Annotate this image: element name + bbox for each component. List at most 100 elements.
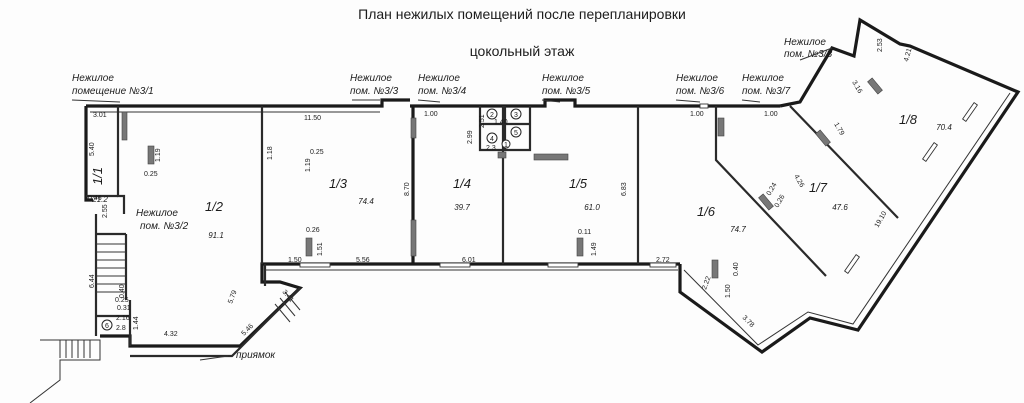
label-p36-line2: пом. №3/6 [676,86,725,97]
window-6 [843,254,861,274]
wall-room-6 [94,300,132,346]
dim-label: 2.22 [701,275,712,290]
dim-label: 2.53 [877,38,884,52]
label-p34-line1: Нежилое [418,73,460,84]
room-area-1-7: 47.6 [832,203,848,212]
dim-label: 4.21 [903,47,913,62]
dim-label: 6.44 [89,274,96,288]
dim-label: 0.25 [115,297,129,304]
dim-label: 6.83 [621,182,628,196]
dim-label: 0.26 [306,227,320,234]
window-3 [547,262,579,268]
label-p32-line1: Нежилое [136,208,178,219]
plan-subtitle: цокольный этаж [470,43,575,59]
small-room-marker-3 [510,108,522,120]
room-area-1-5: 61.0 [584,203,600,212]
small-room-marker-2 [486,108,498,120]
dim-label: 0.26 [774,194,787,209]
dim-label: 0.11 [578,229,591,236]
stair-treads [96,243,126,293]
dim-label: 3.16 [850,80,863,95]
room-area-1-6: 74.7 [730,225,746,234]
wall-top-middle [410,98,780,108]
label-p38-line1: Нежилое [784,37,826,48]
dim-label: 1.18 [267,146,274,160]
column-8 [711,259,719,279]
dim-label: 2.8 [116,325,126,332]
label-p35-line2: пом. №3/5 [542,86,591,97]
dim-label: 1.19 [155,148,162,162]
room-area-1-3: 74.4 [358,197,374,206]
stair-walls [94,214,128,304]
window-1 [299,262,331,268]
label-p34-line2: пом. №3/4 [418,86,467,97]
room-id-1-7: 1/7 [809,180,828,195]
dim-label: 2.72 [656,257,670,264]
label-p37-line2: пом. №3/7 [742,86,791,97]
dim-label: 1.40 [494,119,508,126]
wall-1-1-right [116,106,126,214]
dim-label: 0.40 [119,284,126,298]
dim-label: 4.32 [164,331,178,338]
column-11 [867,77,883,95]
column-6 [576,237,584,257]
label-p33-line1: Нежилое [350,73,392,84]
label-p33-line2: пом. №3/3 [350,86,399,97]
room-id-1-4: 1/4 [453,176,471,191]
dim-label: 1.49 [591,242,598,256]
wall-outer-right [678,17,1021,354]
dim-label: 8.70 [404,182,411,196]
column-7 [717,117,725,137]
dim-label: 5.79 [227,289,238,304]
small-room-id-1: 1 [504,142,508,149]
small-room-marker-5 [510,126,522,138]
dimension-labels: 3.01 5.40 0.46 2.55 6.44 0.40 0.25 0.31 … [88,38,913,338]
dim-label: 0.46 [88,195,102,202]
dim-label: 1.00 [424,111,438,118]
wall-bottom [100,262,680,348]
column-10 [815,129,831,147]
dim-label: 3.01 [93,112,107,119]
partition-1-7-1-8 [789,105,899,219]
small-room-id-4: 4 [490,136,494,143]
dim-label: 6.01 [462,257,476,264]
dim-label: 5.40 [89,142,96,156]
small-room-marker-6 [101,319,113,331]
room-id-1-8: 1/8 [899,112,918,127]
wall-outer-left [84,106,93,202]
dim-label: 1.50 [288,257,302,264]
window-4 [649,262,677,268]
dim-label: 0.24 [766,182,779,197]
dim-label: 1.19 [305,158,312,172]
pit-wall-outer [130,287,301,358]
room-id-1-3: 1/3 [329,176,348,191]
label-p36-line1: Нежилое [676,73,718,84]
label-pryamok: приямок [236,350,276,361]
label-p38-line2: пом. №3/8 [784,49,833,60]
window-8 [961,102,979,122]
column-1 [121,111,128,141]
room-area-1-8: 70.4 [936,123,952,132]
dim-label: 2.51 [479,114,486,128]
column-5 [305,237,313,257]
dim-label: 2.55 [102,204,109,218]
room-area-1-4: 39.7 [454,203,470,212]
dim-label: 1.51 [317,242,324,256]
dim-label: 19.10 [874,210,889,229]
dim-label: 1.00 [764,111,778,118]
window-5 [699,103,709,109]
label-p35-line1: Нежилое [542,73,584,84]
plan-title: План нежилых помещений после перепланиро… [358,6,686,22]
dim-label: 0.31 [117,305,131,312]
label-p32-line2: пом. №3/2 [140,221,189,232]
dim-label: 1.00 [690,111,704,118]
column-3 [410,219,417,257]
column-9 [758,193,774,211]
dim-label: 4.26 [792,174,805,189]
window-2 [439,262,471,268]
small-room-id-3: 3 [514,112,518,119]
room-id-1-1: 1/1 [90,167,105,185]
room-id-1-6: 1/6 [697,204,716,219]
room-id-1-5: 1/5 [569,176,588,191]
